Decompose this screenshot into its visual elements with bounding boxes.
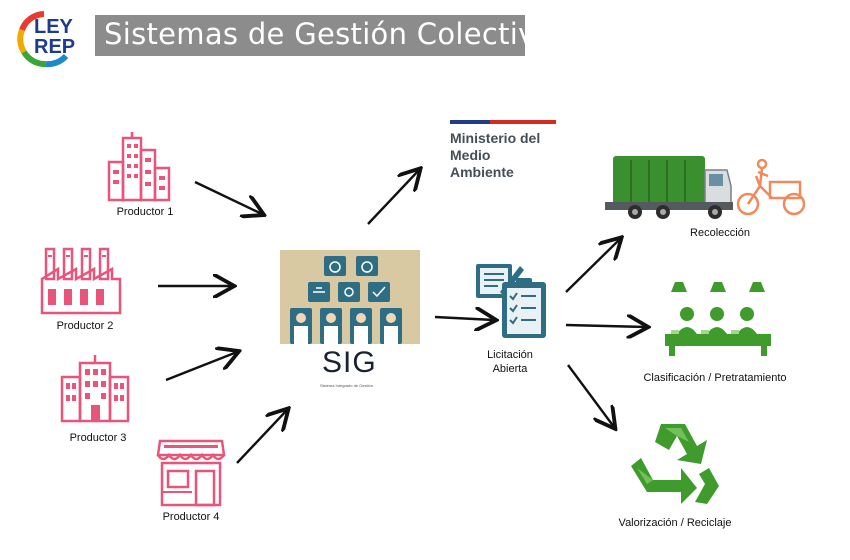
arrow-sig-tender <box>434 317 494 320</box>
recycle-icon <box>631 424 719 504</box>
tender-line-2: Abierta <box>492 363 528 375</box>
office-building-icon <box>60 355 130 423</box>
title-bar <box>95 15 525 56</box>
productor-2-label: Productor 2 <box>56 320 114 332</box>
tender-label: Licitación Abierta <box>470 348 550 376</box>
arrow-productor3-sig <box>165 352 237 382</box>
arrow-tender-reciclaje <box>567 364 614 427</box>
logo-text-ley: LEY <box>34 16 73 38</box>
arrow-productor4-sig <box>236 410 287 464</box>
sig-label: SIG <box>322 346 377 379</box>
sig-team-icon <box>280 250 420 344</box>
logo-text-rep: REP <box>34 36 76 58</box>
page-title: Sistemas de Gestión Colectivos <box>104 17 570 51</box>
sig-panel <box>280 250 420 344</box>
factory-icon <box>40 247 122 315</box>
city-buildings-icon <box>107 132 171 202</box>
productor-4-label: Productor 4 <box>162 511 220 523</box>
tender-line-1: Licitación <box>487 349 533 361</box>
ministry-line-2: Medio <box>450 147 491 163</box>
productor-3-label: Productor 3 <box>69 432 127 444</box>
sorting-line-icon <box>665 282 771 356</box>
ministry-name: Ministerio del Medio Ambiente <box>450 130 540 181</box>
arrow-productor1-sig <box>194 180 262 214</box>
store-icon <box>156 439 226 507</box>
clasificacion-label: Clasificación / Pretratamiento <box>643 372 787 384</box>
ley-rep-logo: LEY REP <box>14 8 84 68</box>
recoleccion-label: Recolección <box>690 227 750 239</box>
ministry-line-3: Ambiente <box>450 164 514 180</box>
reciclaje-label: Valorización / Reciclaje <box>618 517 732 529</box>
arrow-tender-recoleccion <box>565 239 620 293</box>
ministry-flag-stripe <box>450 120 556 124</box>
arrow-sig-ministry <box>367 170 419 225</box>
cargo-bike-icon <box>736 158 806 216</box>
clipboard-checklist-icon <box>476 264 546 338</box>
productor-1-label: Productor 1 <box>116 206 174 218</box>
ministry-line-1: Ministerio del <box>450 130 541 146</box>
logo-ring-icon <box>17 11 69 68</box>
arrow-tender-clasificacion <box>565 325 646 327</box>
sig-sublabel: Sistema Integrado de Gestión <box>320 383 373 388</box>
garbage-truck-icon <box>605 156 733 219</box>
